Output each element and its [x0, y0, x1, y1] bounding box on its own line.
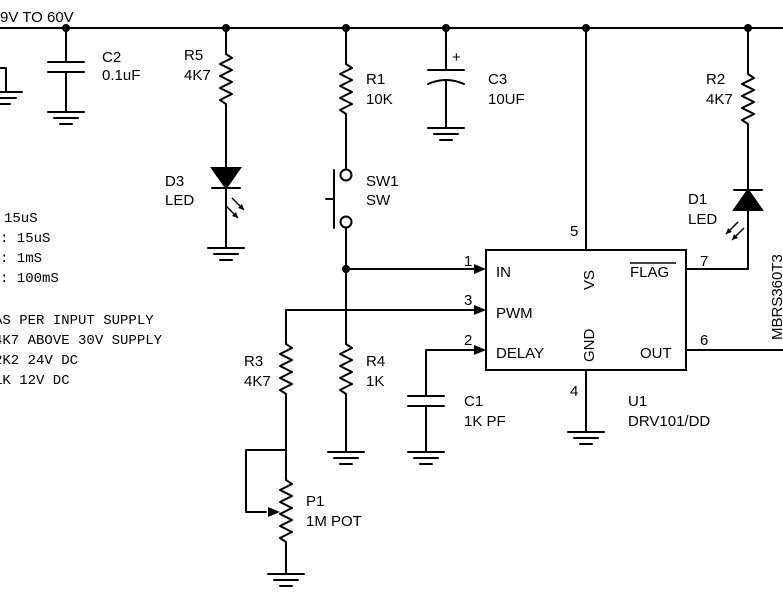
pin-in-num: 1 [464, 253, 472, 270]
left-ground-fragment [0, 67, 23, 105]
r3-value: 4K7 [244, 373, 271, 390]
led-d3: D3 LED [165, 167, 245, 261]
delay-net [425, 345, 486, 397]
pot-p1: P1 1M POT [245, 449, 362, 587]
pin-delay-num: 2 [464, 332, 472, 349]
resistor-r1: R1 10K [339, 27, 393, 169]
pin-vs-label: VS [581, 270, 598, 290]
r2-selection-notes: AS PER INPUT SUPPLY 4K7 ABOVE 30V SUPPLY… [0, 313, 163, 389]
d3-ref: D3 [165, 173, 184, 190]
note-r2-3: 2K2 24V DC [0, 353, 78, 369]
c1-ref: C1 [464, 393, 483, 410]
pin-vs-num: 5 [570, 223, 578, 240]
pin-pwm-label: PWM [496, 305, 533, 322]
r5-ref: R5 [184, 47, 203, 64]
d1-value: LED [688, 211, 717, 228]
pin-pwm-num: 3 [464, 292, 472, 309]
timing-notes: 15uS : 15uS : 1mS : 100mS [0, 211, 59, 287]
u1-ref: U1 [628, 393, 647, 410]
c2-ref: C2 [102, 49, 121, 66]
c1-value: 1K PF [464, 413, 506, 430]
note-r2-2: 4K7 ABOVE 30V SUPPLY [0, 333, 163, 349]
pwm-net [285, 305, 486, 345]
c3-ref: C3 [488, 71, 507, 88]
node-in [342, 227, 486, 345]
r5-value: 4K7 [184, 67, 211, 84]
note-r2-1: AS PER INPUT SUPPLY [0, 313, 154, 329]
ic-u1: IN PWM DELAY VS GND FLAG OUT 1 3 2 5 4 7… [464, 223, 710, 430]
note-line-1: 15uS [4, 211, 38, 227]
r3-ref: R3 [244, 353, 263, 370]
u1-value: DRV101/DD [628, 413, 710, 430]
c3-polarity: + [452, 49, 461, 66]
note-line-2: : 15uS [0, 231, 50, 247]
resistor-r3: R3 4K7 [244, 343, 293, 481]
r2-ref: R2 [706, 71, 725, 88]
r1-ref: R1 [366, 71, 385, 88]
u1-ground [567, 369, 605, 445]
pin-flag-num: 7 [700, 253, 708, 270]
d3-value: LED [165, 192, 194, 209]
pin-out-label: OUT [640, 345, 672, 362]
resistor-r4: R4 1K [327, 343, 385, 465]
resistor-r2: R2 4K7 [706, 27, 755, 191]
note-r2-4: 1K 12V DC [0, 373, 70, 389]
note-line-4: : 100mS [0, 271, 59, 287]
diode-label: MBRS360T3 [769, 254, 783, 340]
sw1-ref: SW1 [366, 173, 399, 190]
note-line-3: : 1mS [0, 251, 42, 267]
pin-gnd-num: 4 [570, 383, 578, 400]
r2-value: 4K7 [706, 91, 733, 108]
resistor-r5: R5 4K7 [184, 27, 233, 169]
pin-out-num: 6 [700, 332, 708, 349]
p1-value: 1M POT [306, 513, 362, 530]
capacitor-c1: C1 1K PF [407, 393, 506, 465]
c2-value: 0.1uF [102, 67, 140, 84]
pin-in-label: IN [496, 264, 511, 281]
d1-ref: D1 [688, 191, 707, 208]
switch-sw1: SW1 SW [325, 168, 399, 229]
supply-label: 9V TO 60V [0, 9, 74, 26]
capacitor-c3: + C3 10UF [427, 27, 525, 141]
r4-value: 1K [366, 373, 384, 390]
pin-delay-label: DELAY [496, 345, 544, 362]
r1-value: 10K [366, 91, 393, 108]
supply-rail: 9V TO 60V [0, 9, 783, 32]
pin-flag-label: FLAG [630, 264, 669, 281]
pin-gnd-label: GND [581, 329, 598, 363]
r4-ref: R4 [366, 353, 385, 370]
sw1-value: SW [366, 192, 391, 209]
p1-ref: P1 [306, 493, 324, 510]
capacitor-c2: C2 0.1uF [47, 27, 140, 125]
led-d1: D1 LED [685, 188, 764, 270]
c3-value: 10UF [488, 91, 525, 108]
